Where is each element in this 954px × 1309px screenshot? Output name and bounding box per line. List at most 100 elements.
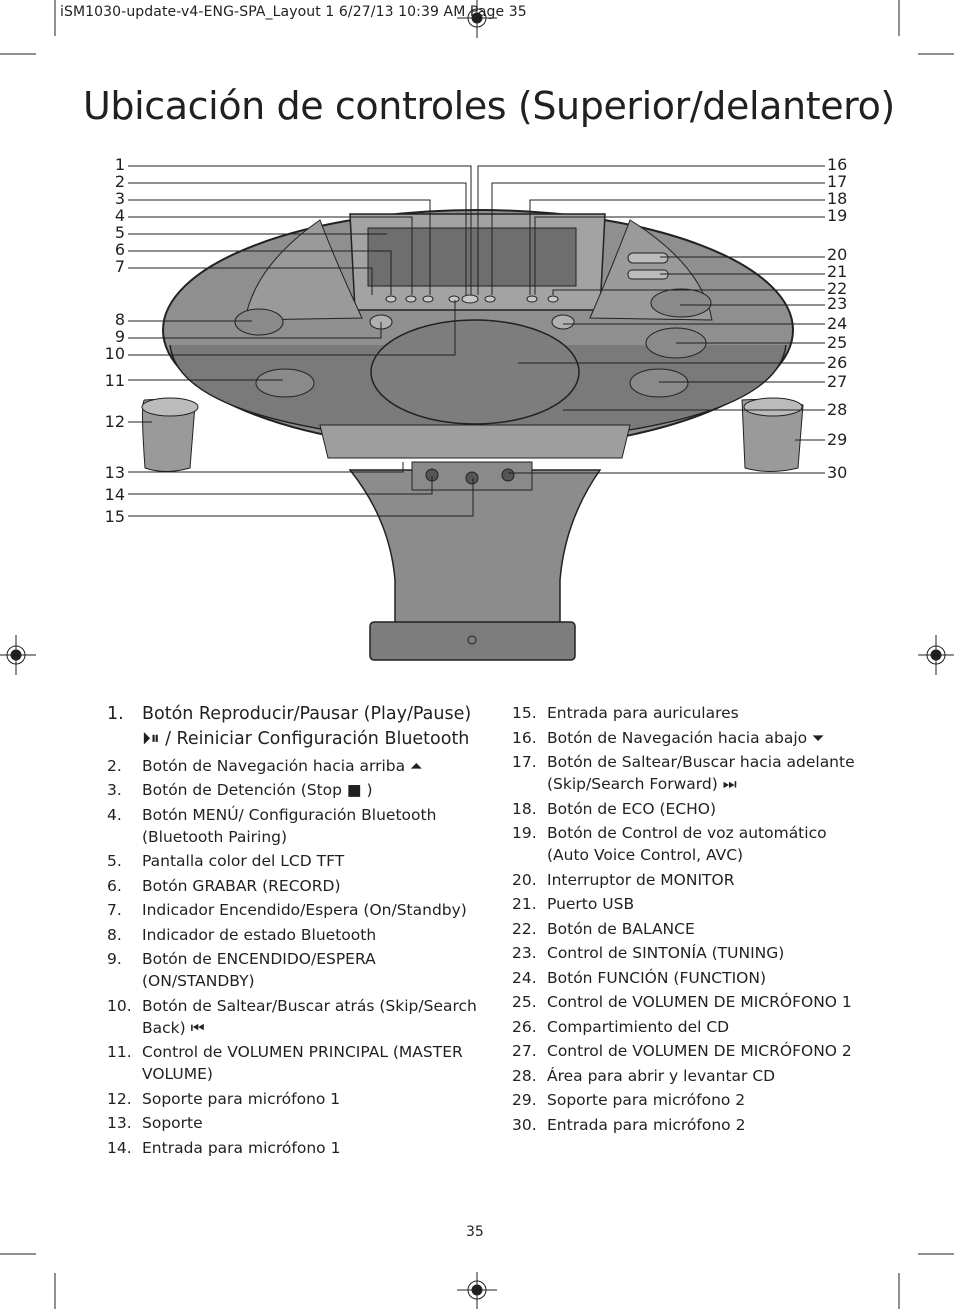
callout-number: 8 — [114, 310, 125, 329]
item-text-continued: (Skip/Search Forward) ⏭ — [547, 775, 737, 793]
item-number: 27. — [512, 1042, 537, 1060]
item-text: Botón de BALANCE — [547, 919, 695, 938]
item-text: Botón de Detención (Stop ■ ) — [142, 781, 373, 799]
registration-mark-right — [918, 635, 954, 675]
list-item: 22.Botón de BALANCE — [512, 918, 872, 940]
item-text: Botón de ECO (ECHO) — [547, 799, 717, 818]
callout-number: 18 — [827, 189, 848, 208]
list-item: 17. Botón de Saltear/Buscar hacia adelant… — [512, 751, 872, 795]
item-number: 11. — [107, 1043, 132, 1061]
callout-number: 22 — [827, 279, 848, 298]
callout-number: 1 — [114, 155, 125, 174]
list-item: 20. Interruptor de MONITOR — [512, 869, 872, 891]
item-text: Botón de Saltear/Buscar atrás (Skip/Sear… — [142, 996, 477, 1015]
item-text: Control de VOLUMEN DE MICRÓFONO 2 — [547, 1042, 852, 1060]
list-item: 27. Control de VOLUMEN DE MICRÓFONO 2 — [512, 1040, 872, 1062]
item-number: 15. — [512, 704, 537, 722]
item-text: Compartimiento del CD — [547, 1017, 730, 1036]
list-item: 15.Entrada para auriculares — [512, 702, 872, 724]
list-item: 18. Botón de ECO (ECHO) — [512, 798, 872, 820]
page-title: Ubicación de controles (Superior/delante… — [83, 84, 895, 128]
controls-list-left: 1.Botón Reproducir/Pausar (Play/Pause)⏵⏸… — [107, 702, 497, 1161]
callout-number: 10 — [104, 344, 125, 363]
item-text: Botón de Navegación hacia arriba ⏶ — [142, 756, 423, 775]
list-item: 23. Control de SINTONÍA (TUNING) — [512, 942, 872, 964]
callout-number: 23 — [827, 294, 848, 313]
item-text: Botón Reproducir/Pausar (Play/Pause) — [142, 704, 472, 724]
item-number: 1. — [107, 704, 124, 724]
item-number: 3. — [107, 781, 122, 799]
list-item: 2.Botón de Navegación hacia arriba ⏶ — [107, 755, 497, 777]
item-number: 30. — [512, 1115, 537, 1134]
item-number: 25. — [512, 993, 537, 1011]
list-item: 10.Botón de Saltear/Buscar atrás (Skip/S… — [107, 995, 497, 1039]
item-number: 26. — [512, 1017, 537, 1036]
item-text-continued: (ON/STANDBY) — [142, 972, 255, 990]
callout-number: 4 — [114, 206, 125, 225]
list-item: 9.Botón de ENCENDIDO/ESPERA(ON/STANDBY) — [107, 948, 497, 992]
callout-number: 30 — [827, 463, 848, 482]
callout-number: 9 — [114, 327, 125, 346]
list-item: 19.Botón de Control de voz automático(Au… — [512, 822, 872, 866]
item-text: Botón de Control de voz automático — [547, 824, 827, 842]
item-text: Indicador de estado Bluetooth — [142, 925, 377, 944]
callout-number: 2 — [114, 172, 125, 191]
list-item: 13.Soporte — [107, 1112, 497, 1134]
item-number: 23. — [512, 944, 537, 962]
callout-number: 26 — [827, 353, 848, 372]
item-text: Botón MENÚ/ Configuración Bluetooth — [142, 805, 437, 824]
list-item: 30. Entrada para micrófono 2 — [512, 1114, 872, 1136]
item-text: Entrada para micrófono 1 — [142, 1138, 341, 1157]
callout-number: 21 — [827, 262, 848, 281]
item-text: Control de VOLUMEN DE MICRÓFONO 1 — [547, 993, 852, 1011]
item-text: Control de VOLUMEN PRINCIPAL (MASTER — [142, 1043, 463, 1061]
list-item: 8.Indicador de estado Bluetooth — [107, 924, 497, 946]
callout-number: 12 — [104, 412, 125, 431]
item-text: Interruptor de MONITOR — [547, 870, 735, 889]
list-item: 14.Entrada para micrófono 1 — [107, 1137, 497, 1159]
item-text: Botón GRABAR (RECORD) — [142, 876, 341, 895]
item-number: 21. — [512, 895, 537, 913]
callout-number: 17 — [827, 172, 848, 191]
item-text: Control de SINTONÍA (TUNING) — [547, 944, 785, 962]
list-item: 7.Indicador Encendido/Espera (On/Standby… — [107, 899, 497, 921]
page-number: 35 — [466, 1224, 484, 1240]
item-number: 4. — [107, 805, 122, 824]
controls-list-right: 15.Entrada para auriculares 16. Botón de N… — [512, 702, 872, 1138]
item-number: 16. — [512, 728, 537, 747]
item-number: 12. — [107, 1089, 132, 1108]
item-number: 18. — [512, 799, 537, 818]
list-item: 29.Soporte para micrófono 2 — [512, 1089, 872, 1111]
callout-number: 13 — [104, 463, 125, 482]
item-number: 19. — [512, 824, 537, 842]
item-number: 24. — [512, 968, 537, 987]
registration-mark-left — [0, 635, 36, 675]
item-number: 5. — [107, 852, 122, 870]
list-item: 16. Botón de Navegación hacia abajo ⏷ — [512, 727, 872, 749]
item-text: Puerto USB — [547, 895, 635, 913]
item-text: Botón de ENCENDIDO/ESPERA — [142, 950, 376, 968]
item-text: Botón de Saltear/Buscar hacia adelante — [547, 753, 855, 771]
item-text: Botón FUNCIÓN (FUNCTION) — [547, 968, 767, 987]
list-item: 28.Área para abrir y levantar CD — [512, 1065, 872, 1087]
registration-mark-bottom — [457, 1272, 497, 1309]
item-text: Soporte para micrófono 2 — [547, 1091, 746, 1109]
item-text: Entrada para micrófono 2 — [547, 1115, 746, 1134]
item-text: Indicador Encendido/Espera (On/Standby) — [142, 901, 467, 919]
item-text-continued: (Bluetooth Pairing) — [142, 827, 288, 846]
callout-number: 7 — [114, 257, 125, 276]
list-item: 12.Soporte para micrófono 1 — [107, 1088, 497, 1110]
item-number: 20. — [512, 870, 537, 889]
list-item: 21. Puerto USB — [512, 893, 872, 915]
item-text: Botón de Navegación hacia abajo ⏷ — [547, 728, 825, 747]
callout-number: 29 — [827, 430, 848, 449]
callout-number: 6 — [114, 240, 125, 259]
list-item: 24. Botón FUNCIÓN (FUNCTION) — [512, 967, 872, 989]
item-number: 13. — [107, 1114, 132, 1132]
item-text: Pantalla color del LCD TFT — [142, 852, 345, 870]
callout-number: 3 — [114, 189, 125, 208]
item-number: 17. — [512, 753, 537, 771]
